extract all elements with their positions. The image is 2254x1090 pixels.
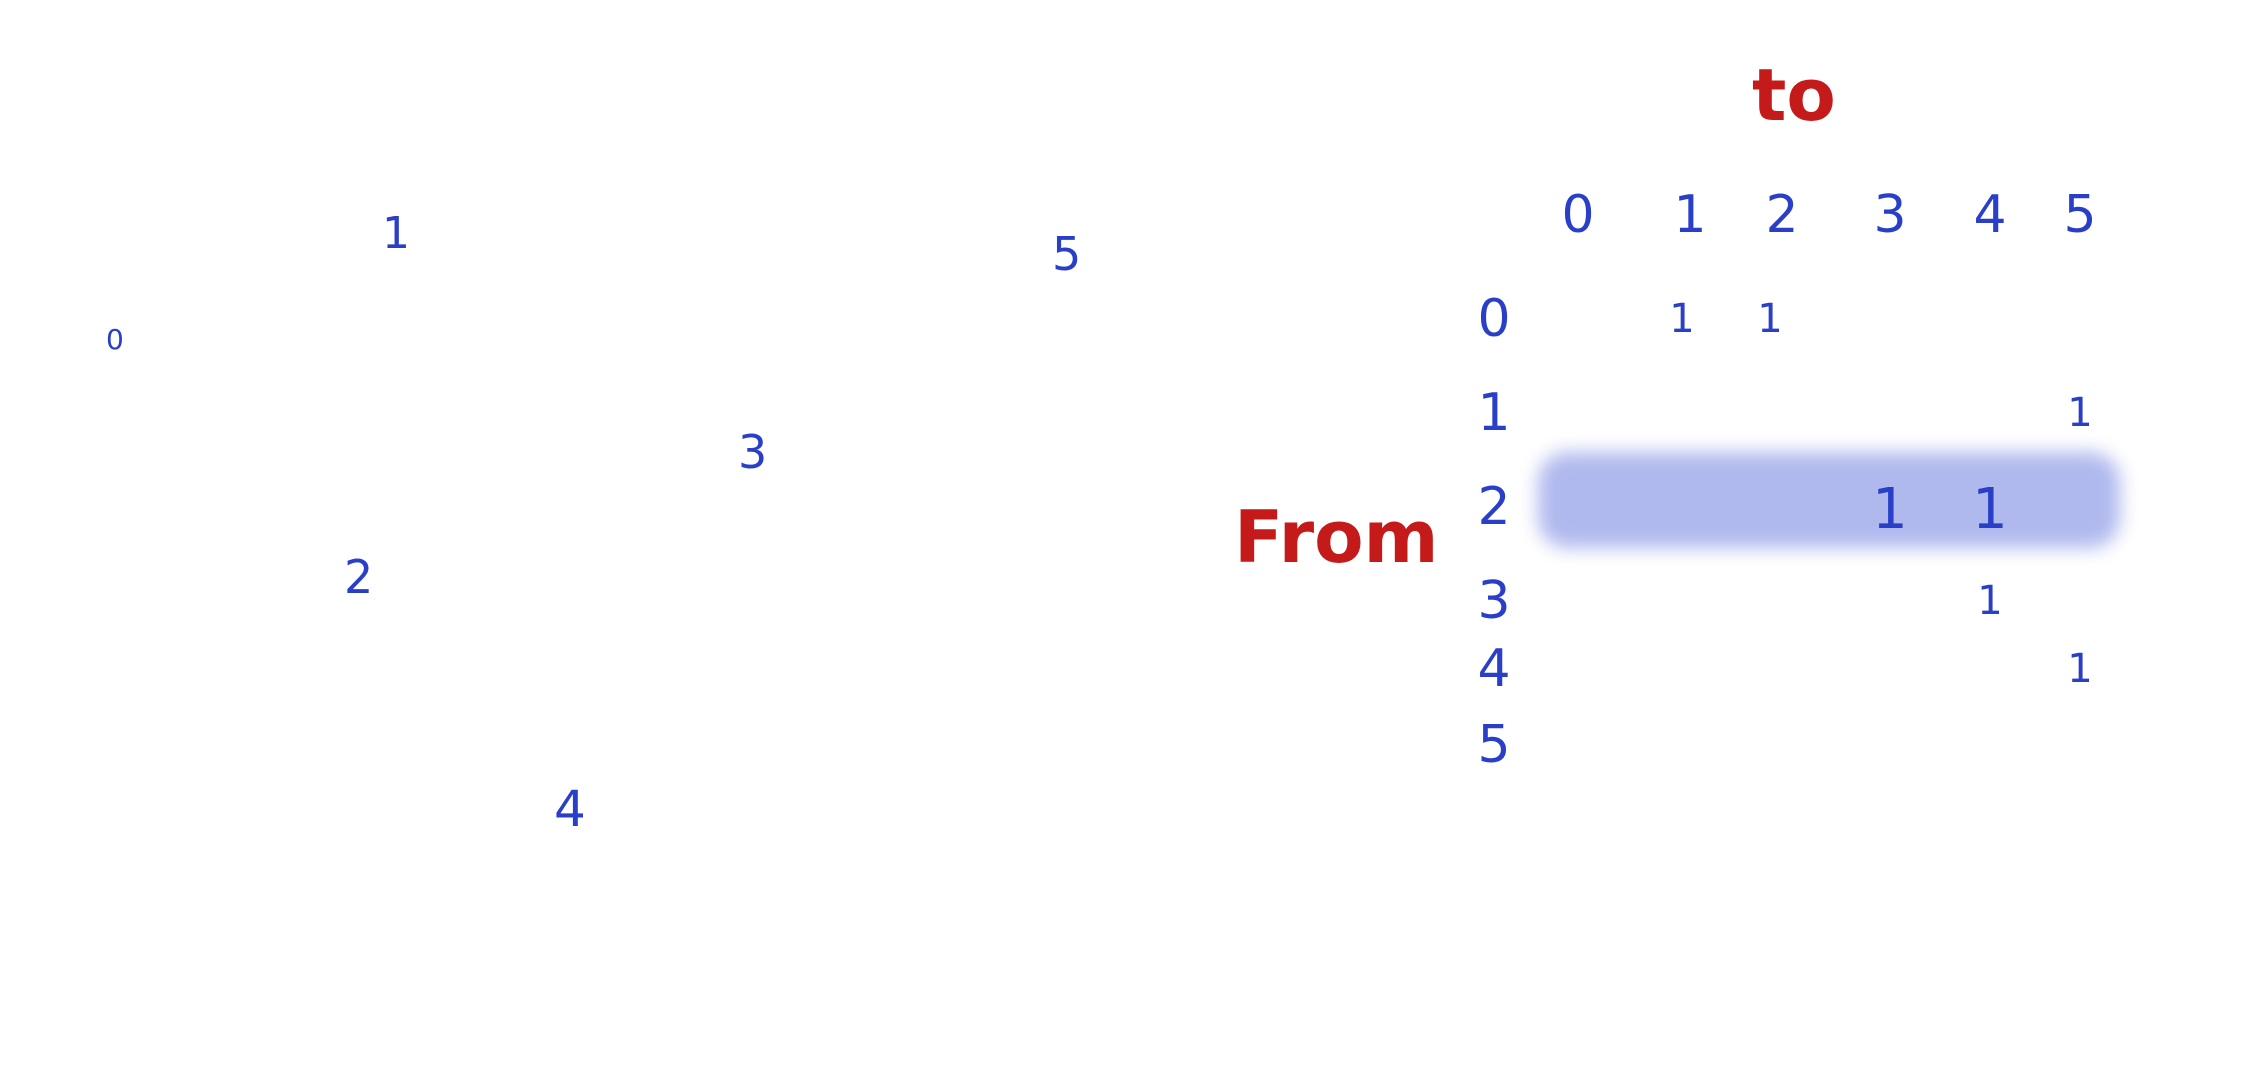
node-5: 5 bbox=[1052, 227, 1081, 281]
matrix-cell-value: 1 bbox=[1977, 578, 2002, 624]
node-label: 3 bbox=[738, 425, 767, 479]
matrix-cell-value: 1 bbox=[1669, 296, 1694, 342]
highlighted-row bbox=[1538, 452, 2120, 548]
row-headers: 0 1 2 3 4 5 bbox=[1477, 289, 1510, 775]
edge-1-5 bbox=[480, 225, 1020, 274]
to-axis-label: to bbox=[1752, 53, 1836, 137]
edge-0-2 bbox=[163, 388, 308, 548]
node-label: 4 bbox=[554, 780, 586, 838]
node-label: 0 bbox=[106, 323, 124, 356]
matrix-cell-value: 1 bbox=[1757, 296, 1782, 342]
column-header: 3 bbox=[1873, 185, 1906, 245]
row-header: 4 bbox=[1477, 639, 1510, 699]
column-header: 2 bbox=[1765, 185, 1798, 245]
matrix-cell-value: 1 bbox=[2067, 390, 2092, 436]
column-header: 0 bbox=[1561, 185, 1594, 245]
column-header: 4 bbox=[1973, 185, 2006, 245]
row-header: 1 bbox=[1477, 383, 1510, 443]
from-axis-label: From bbox=[1234, 495, 1439, 579]
row-header: 2 bbox=[1477, 477, 1510, 537]
node-3: 3 bbox=[738, 425, 767, 479]
node-1: 1 bbox=[382, 208, 410, 259]
node-4: 4 bbox=[554, 780, 586, 838]
matrix-cell-value: 1 bbox=[2067, 646, 2092, 692]
column-header: 5 bbox=[2063, 185, 2096, 245]
column-header: 1 bbox=[1673, 185, 1706, 245]
edge-3-4 bbox=[590, 532, 728, 732]
row-header: 0 bbox=[1477, 289, 1510, 349]
matrix-cell-value: 1 bbox=[1872, 477, 1908, 542]
edge-2-3 bbox=[450, 460, 692, 582]
edge-0-1 bbox=[186, 218, 332, 308]
row-header: 3 bbox=[1477, 571, 1510, 631]
directed-graph: 0 1 2 3 4 5 bbox=[106, 208, 1081, 838]
node-2: 2 bbox=[344, 550, 373, 604]
edge-4-5 bbox=[618, 296, 1045, 818]
node-label: 1 bbox=[382, 208, 410, 259]
node-0: 0 bbox=[106, 323, 124, 356]
node-label: 5 bbox=[1052, 227, 1081, 281]
row-header: 5 bbox=[1477, 715, 1510, 775]
node-label: 2 bbox=[344, 550, 373, 604]
matrix-cell-value: 1 bbox=[1972, 477, 2008, 542]
edge-2-4 bbox=[418, 633, 524, 746]
